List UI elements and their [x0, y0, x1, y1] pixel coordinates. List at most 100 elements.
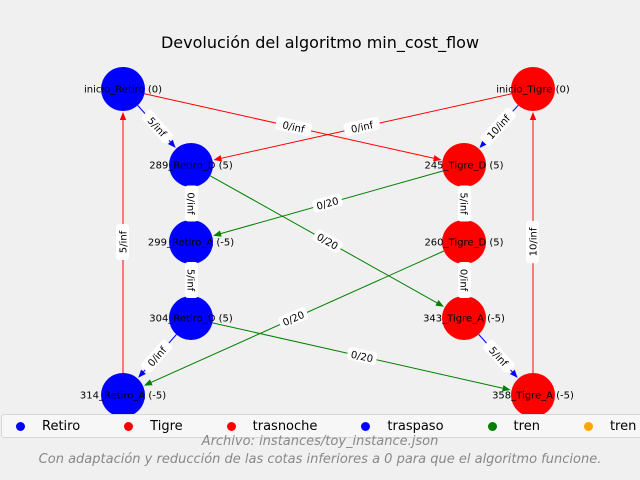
- edge-label: 0/20: [315, 232, 340, 253]
- edge-arrowhead: [479, 139, 488, 148]
- node-289_retiro_d: [169, 143, 213, 187]
- edge-arrowhead: [529, 112, 537, 120]
- edge-label-box: [480, 107, 516, 146]
- edge-label-box: [312, 193, 343, 213]
- edge-label-box: [458, 185, 471, 222]
- edge-arrowhead: [213, 230, 222, 237]
- edge-arrowhead: [502, 385, 511, 392]
- edge-label: 0/inf: [458, 269, 469, 292]
- edge-label-box: [526, 220, 539, 264]
- legend-item: Tigre: [124, 418, 183, 434]
- legend-label: tren: [609, 418, 637, 434]
- edge-label-box: [346, 347, 378, 366]
- edge-label: 5/inf: [185, 269, 196, 292]
- edge-label: 0/inf: [350, 120, 375, 136]
- edge-arrowhead: [509, 369, 518, 378]
- legend: Retiro Tigre trasnoche traspaso tren tren: [1, 414, 640, 438]
- edge-label-box: [483, 339, 515, 373]
- edge-label-group: 5/inf: [141, 110, 173, 144]
- node-label: 358_Tigre_A (-5): [492, 391, 574, 402]
- edge-label-box: [275, 116, 313, 137]
- legend-marker: [124, 421, 134, 431]
- legend-label: traspaso: [387, 418, 444, 434]
- edge-label-group: 0/20: [278, 307, 309, 330]
- edge-arrowhead: [213, 155, 222, 162]
- edge-label: 0/20: [281, 310, 306, 329]
- edge-label-box: [141, 110, 173, 144]
- legend-label: tren: [513, 418, 540, 434]
- node-260_tigre_d: [442, 220, 486, 264]
- edge-labels-layer: 5/inf 0/inf 5/inf 0/inf 5/inf 10/inf 5/inf 0/in…: [116, 107, 540, 373]
- legend-item: tren: [487, 418, 540, 434]
- edge-label-group: 0/inf: [185, 185, 198, 222]
- node-inicio_tigre: [511, 67, 555, 111]
- caption-note: Con adaptación y reducción de las cotas …: [38, 452, 602, 467]
- node-label: 260_Tigre_D (5): [424, 238, 503, 249]
- edge-arrowhead: [119, 112, 127, 120]
- edge-label-group: 5/inf: [458, 185, 471, 222]
- edge-arrowhead: [138, 369, 146, 378]
- edge-label-box: [458, 262, 471, 298]
- edge-label: 5/inf: [119, 230, 130, 253]
- legend-item: traspaso: [361, 418, 444, 434]
- node-314_retiro_a: [101, 373, 145, 417]
- edge-label-group: 5/inf: [185, 262, 198, 298]
- nodes-layer: inicio_Retiro (0) 289_Retiro_D (5) 299_Ret…: [80, 67, 574, 417]
- edge-arrowhead: [435, 300, 444, 307]
- node-label: 314_Retiro_A (-5): [80, 391, 166, 402]
- node-inicio_retiro: [101, 67, 145, 111]
- edge-arrowhead: [433, 155, 442, 162]
- edge-label-box: [278, 307, 309, 330]
- legend-marker: [16, 421, 25, 431]
- caption-file: Archivo: instances/toy_instance.json: [201, 434, 439, 449]
- edge-label: 0/inf: [281, 120, 306, 136]
- edge-label: 10/inf: [529, 227, 540, 256]
- edge-label-box: [312, 229, 343, 253]
- node-label: 343_Tigre_A (-5): [423, 314, 505, 325]
- edge-label-group: 0/20: [312, 193, 343, 213]
- node-label: inicio_Tigre (0): [496, 85, 570, 96]
- legend-marker: [583, 421, 593, 431]
- node-label: 299_Retiro_A (-5): [148, 238, 234, 249]
- node-label: 245_Tigre_D (5): [424, 161, 503, 172]
- node-299_retiro_a: [169, 220, 213, 264]
- edge-label-box: [116, 224, 129, 260]
- edge-arrowhead: [167, 139, 176, 148]
- node-label: 289_Retiro_D (5): [149, 161, 233, 172]
- chart-title: Devolución del algoritmo min_cost_flow: [160, 33, 480, 52]
- node-304_retiro_d: [169, 296, 213, 340]
- legend-item: tren: [583, 418, 637, 434]
- legend-marker: [361, 421, 371, 431]
- edge-label: 0/inf: [185, 192, 196, 215]
- node-343_tigre_a: [442, 296, 486, 340]
- edge-label-group: 0/20: [346, 347, 378, 366]
- edge-label-group: 5/inf: [483, 339, 515, 373]
- edge-label-group: 5/inf: [116, 224, 130, 260]
- node-label: inicio_Retiro (0): [84, 85, 162, 96]
- edge-arrowhead: [143, 379, 153, 386]
- legend-marker: [487, 421, 497, 431]
- edge-label-group: 0/inf: [458, 262, 471, 298]
- node-label: 304_Retiro_D (5): [149, 314, 233, 325]
- edge-label-box: [343, 116, 381, 137]
- edge-label-box: [185, 185, 198, 222]
- edge-label-group: 10/inf: [526, 220, 540, 264]
- legend-label: Tigre: [150, 418, 183, 434]
- node-358_tigre_a: [511, 373, 555, 417]
- edge-label-box: [141, 339, 173, 373]
- edge-label: 0/20: [350, 350, 374, 366]
- legend-label: Retiro: [42, 418, 81, 434]
- edge-label: 5/inf: [458, 192, 469, 215]
- edge-label-group: 0/inf: [275, 116, 313, 137]
- edge-label-group: 0/inf: [343, 116, 381, 137]
- edge-label-box: [185, 262, 198, 298]
- edge-label-group: 0/20: [312, 229, 343, 253]
- edge-label-group: 10/inf: [480, 107, 516, 146]
- legend-label: trasnoche: [252, 418, 318, 434]
- node-245_tigre_d: [442, 143, 486, 187]
- edge-label-group: 0/inf: [141, 339, 173, 373]
- legend-item: trasnoche: [226, 418, 318, 434]
- legend-marker: [226, 421, 236, 431]
- caption: Archivo: instances/toy_instance.json Con…: [0, 433, 640, 469]
